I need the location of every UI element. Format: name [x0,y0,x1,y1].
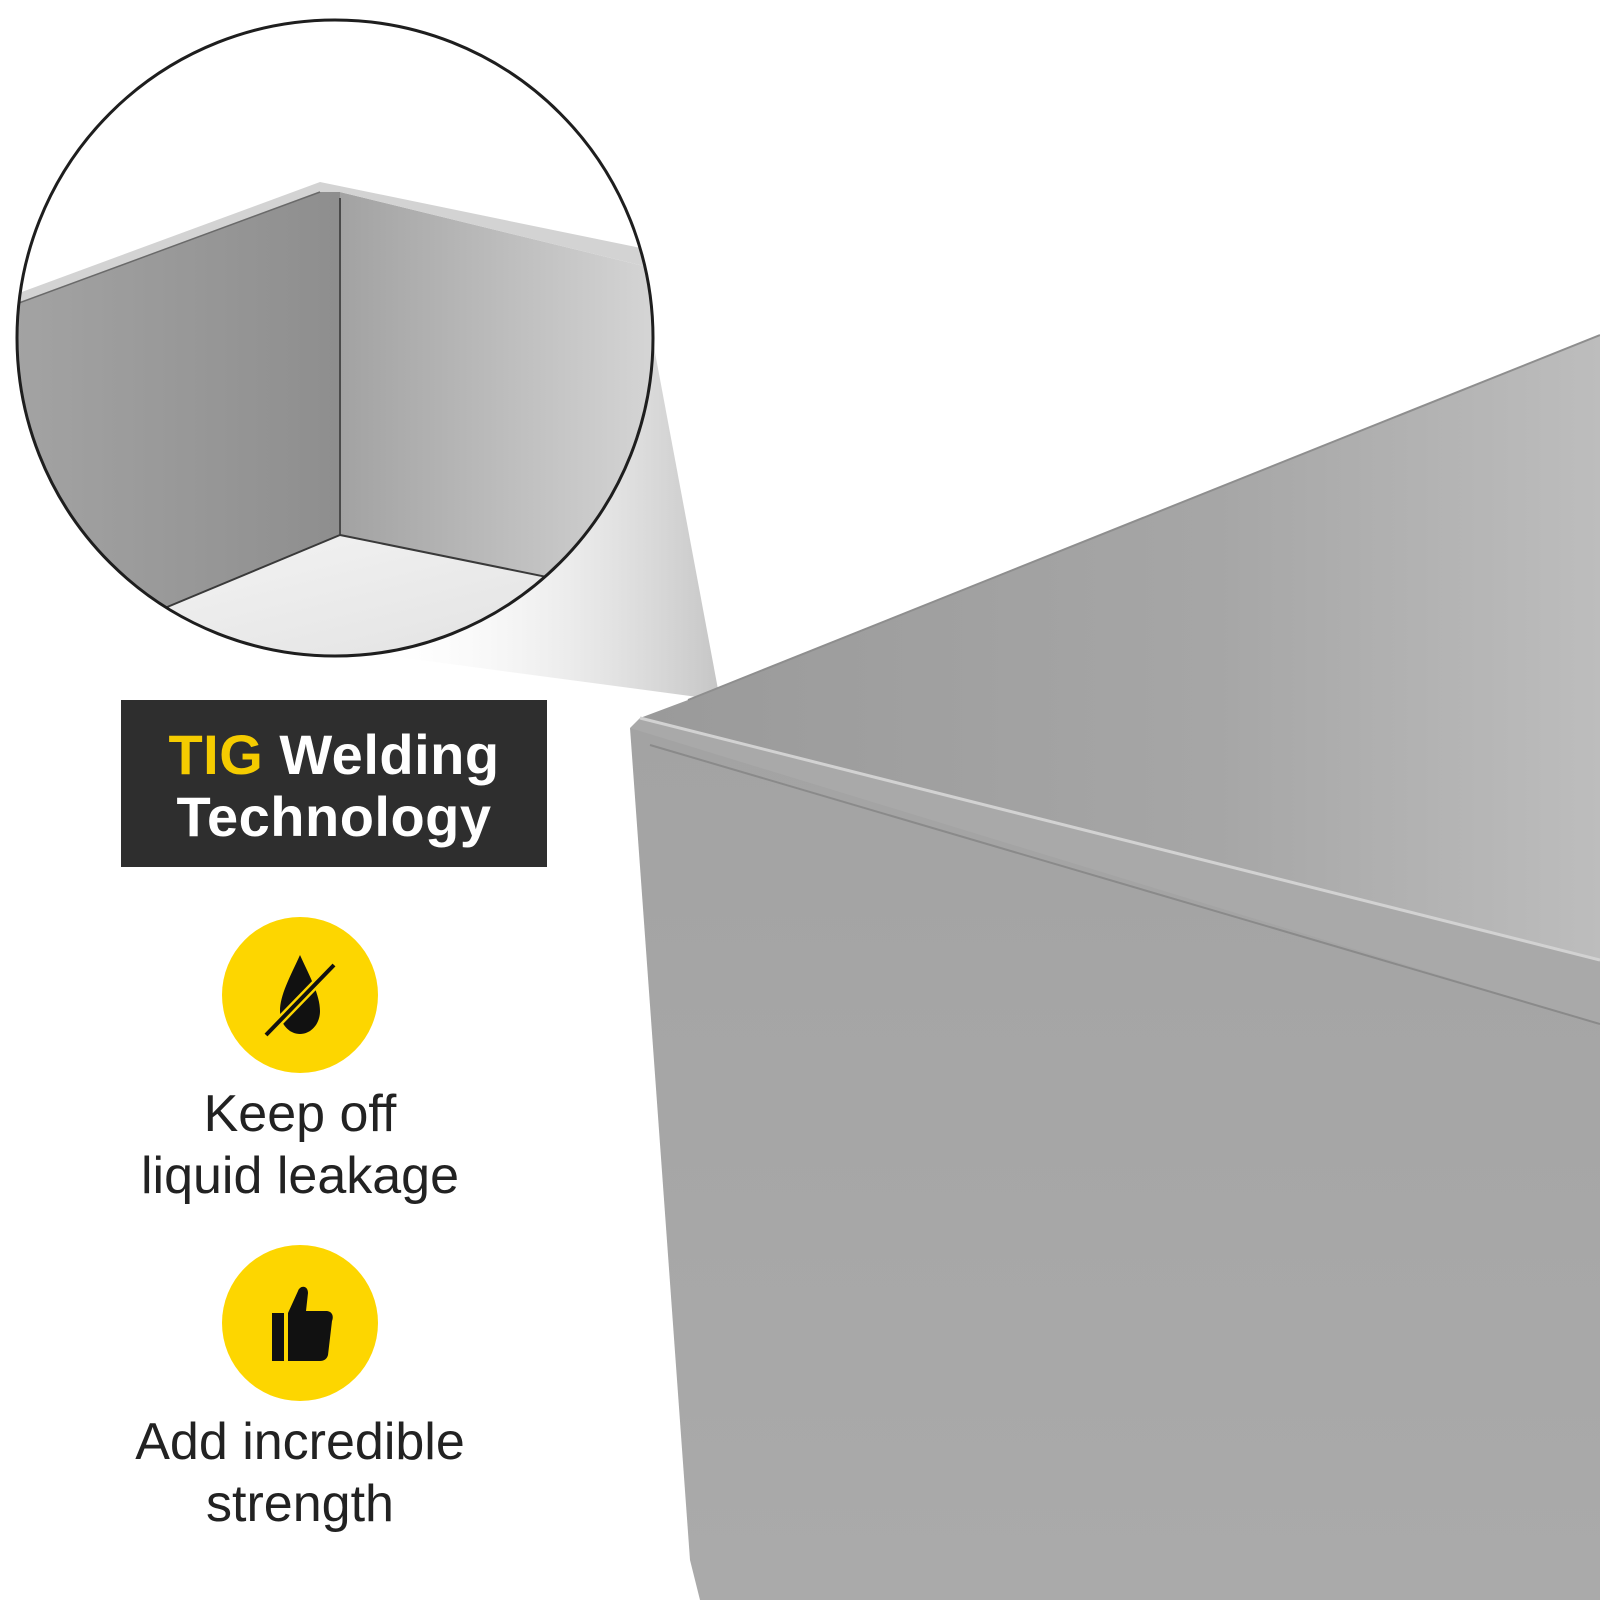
sink-top-surface [640,335,1600,960]
thumbs-up-icon [272,1286,333,1361]
sink-front-face [630,728,1600,1600]
title-line-2: Technology [176,785,492,848]
icon-badge [222,917,378,1073]
magnifier-ring [15,18,655,658]
sink-body-illustration [630,334,1600,1600]
magnifier-detail [15,18,655,658]
feature-strength: Add incredible strength [100,1245,500,1535]
feature-label-line-1: Keep off [203,1085,397,1143]
icon-badge [222,1245,378,1401]
title-banner: TIG Welding Technology [121,700,547,867]
sink-rim [630,718,1600,1024]
feature-label: Keep off liquid leakage [100,1083,500,1207]
feature-label-line-2: strength [206,1475,394,1533]
feature-label-line-1: Add incredible [135,1413,465,1471]
inner-wall-left [17,192,340,620]
title-word: Welding [279,723,500,786]
feature-label: Add incredible strength [100,1411,500,1535]
feature-leak-proof: Keep off liquid leakage [100,917,500,1207]
inner-floor [17,535,653,656]
inner-wall-right [340,192,653,600]
title-accent-word: TIG [168,723,264,786]
no-drip-icon [262,955,338,1039]
feature-label-line-2: liquid leakage [140,1147,460,1205]
title-line-1: TIG Welding [121,724,547,786]
